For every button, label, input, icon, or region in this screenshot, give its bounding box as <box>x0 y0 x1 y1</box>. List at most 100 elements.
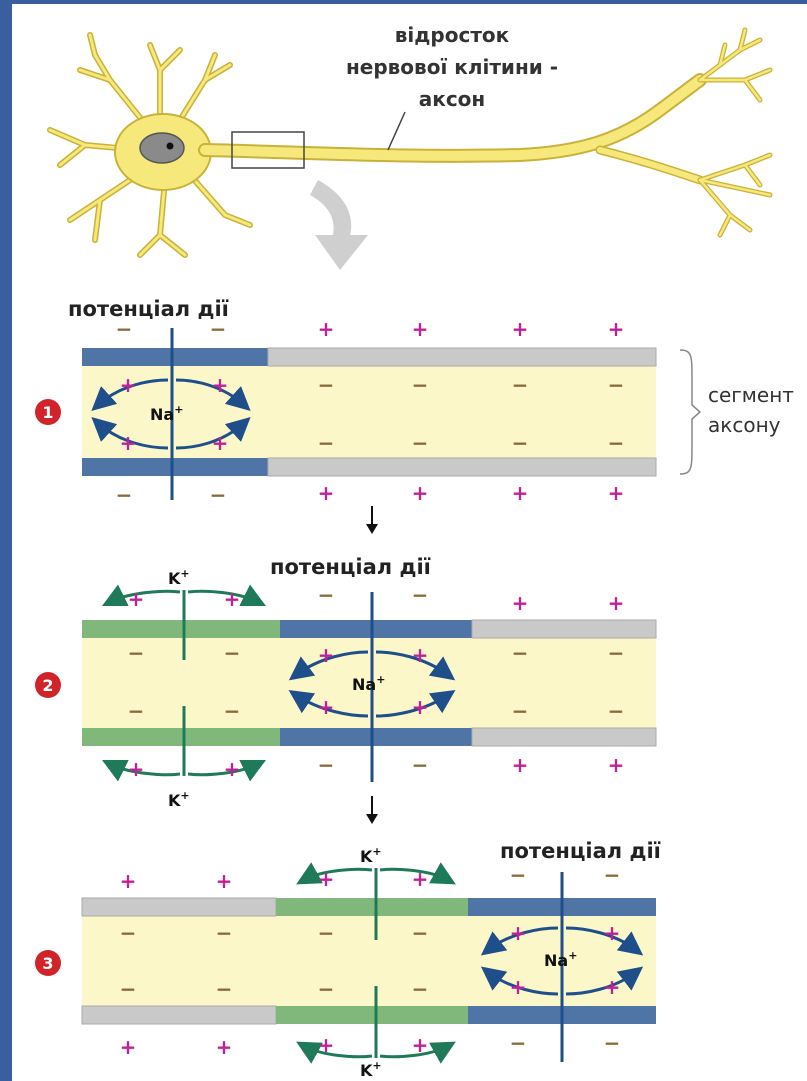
svg-text:+: + <box>128 587 145 611</box>
membrane-bottom-resting-1 <box>268 458 656 476</box>
zoom-arrow <box>310 180 368 270</box>
membrane-top-resting-3 <box>82 898 276 916</box>
svg-text:+: + <box>604 975 621 999</box>
svg-text:+: + <box>412 643 429 667</box>
svg-text:−: − <box>512 699 529 723</box>
axon-diagram: відросток нервової клітини - аксон потен… <box>12 4 807 1081</box>
svg-text:+: + <box>510 921 527 945</box>
svg-text:+: + <box>604 921 621 945</box>
transition-arrow-2 <box>366 796 378 824</box>
svg-text:−: − <box>412 583 429 607</box>
svg-text:−: − <box>216 921 233 945</box>
svg-text:−: − <box>116 317 133 341</box>
stage-3: потенціал дії K+ K+ Na+ 3 ++ ++ −− −− −−… <box>35 839 661 1080</box>
svg-text:−: − <box>128 699 145 723</box>
svg-text:+: + <box>212 431 229 455</box>
svg-text:−: − <box>604 863 621 887</box>
svg-text:−: − <box>318 373 335 397</box>
membrane-top-depolarized-1 <box>82 348 268 366</box>
svg-text:−: − <box>412 753 429 777</box>
segment-bracket <box>680 350 700 474</box>
membrane-top-repolarizing-3 <box>276 898 468 916</box>
svg-text:+: + <box>128 757 145 781</box>
svg-text:−: − <box>512 431 529 455</box>
svg-text:+: + <box>318 317 335 341</box>
svg-text:−: − <box>510 863 527 887</box>
svg-text:−: − <box>318 431 335 455</box>
svg-text:+: + <box>318 643 335 667</box>
k-ion-label-2a: K+ <box>168 567 190 588</box>
svg-text:−: − <box>412 977 429 1001</box>
svg-text:−: − <box>512 373 529 397</box>
action-potential-label-1: потенціал дії <box>68 297 229 321</box>
k-ion-label-2b: K+ <box>168 789 190 810</box>
label-pointer <box>388 112 405 150</box>
svg-text:−: − <box>210 317 227 341</box>
svg-text:−: − <box>318 921 335 945</box>
neuron-label-line2: нервової клітини - <box>346 55 558 79</box>
membrane-bottom-repolarizing-2 <box>82 728 280 746</box>
svg-text:+: + <box>512 753 529 777</box>
stage-1: потенціал дії Na+ 1 сегмент аксону −− ++… <box>35 297 794 507</box>
svg-text:−: − <box>608 431 625 455</box>
svg-text:+: + <box>510 975 527 999</box>
svg-text:−: − <box>224 641 241 665</box>
svg-text:+: + <box>512 317 529 341</box>
svg-text:+: + <box>224 757 241 781</box>
svg-text:+: + <box>318 867 335 891</box>
action-potential-label-2: потенціал дії <box>270 555 431 579</box>
svg-text:−: − <box>412 373 429 397</box>
segment-label-line1: сегмент <box>708 383 794 407</box>
svg-text:+: + <box>412 1033 429 1057</box>
svg-text:+: + <box>412 867 429 891</box>
svg-text:+: + <box>512 591 529 615</box>
svg-text:+: + <box>224 587 241 611</box>
svg-text:+: + <box>318 1033 335 1057</box>
svg-text:−: − <box>412 431 429 455</box>
membrane-bottom-resting-3 <box>82 1006 276 1024</box>
nucleus <box>140 133 184 163</box>
svg-text:−: − <box>318 583 335 607</box>
svg-text:+: + <box>318 481 335 505</box>
svg-text:−: − <box>216 977 233 1001</box>
svg-text:−: − <box>318 753 335 777</box>
segment-label-line2: аксону <box>708 413 781 437</box>
svg-text:−: − <box>608 641 625 665</box>
svg-text:+: + <box>412 481 429 505</box>
svg-text:−: − <box>510 1031 527 1055</box>
svg-text:+: + <box>120 1035 137 1059</box>
axon-terminals <box>700 30 770 235</box>
svg-text:−: − <box>224 699 241 723</box>
action-potential-label-3: потенціал дії <box>500 839 661 863</box>
neuron-label-line3: аксон <box>419 87 485 111</box>
k-ion-label-3b: K+ <box>360 1059 382 1080</box>
svg-text:−: − <box>318 977 335 1001</box>
svg-text:+: + <box>412 317 429 341</box>
svg-text:+: + <box>608 591 625 615</box>
svg-text:+: + <box>216 869 233 893</box>
svg-text:+: + <box>608 481 625 505</box>
svg-text:−: − <box>120 921 137 945</box>
svg-text:+: + <box>120 869 137 893</box>
svg-text:+: + <box>212 373 229 397</box>
svg-text:+: + <box>120 373 137 397</box>
stage-number-3: 3 <box>42 954 53 973</box>
k-ion-label-3a: K+ <box>360 845 382 866</box>
membrane-top-resting-2 <box>472 620 656 638</box>
nucleolus <box>167 143 174 150</box>
membrane-bottom-resting-2 <box>472 728 656 746</box>
stage-2: потенціал дії K+ K+ Na+ 2 ++ −− ++ −− ++… <box>35 555 656 810</box>
svg-text:−: − <box>128 641 145 665</box>
membrane-top-repolarizing-2 <box>82 620 280 638</box>
svg-text:−: − <box>116 483 133 507</box>
stage-number-1: 1 <box>42 403 53 422</box>
svg-text:−: − <box>120 977 137 1001</box>
svg-text:+: + <box>608 317 625 341</box>
membrane-top-depolarized-2 <box>280 620 472 638</box>
stage-number-2: 2 <box>42 676 53 695</box>
membrane-bottom-depolarized-2 <box>280 728 472 746</box>
svg-text:−: − <box>608 373 625 397</box>
membrane-bottom-repolarizing-3 <box>276 1006 468 1024</box>
svg-text:+: + <box>318 695 335 719</box>
svg-text:−: − <box>512 641 529 665</box>
